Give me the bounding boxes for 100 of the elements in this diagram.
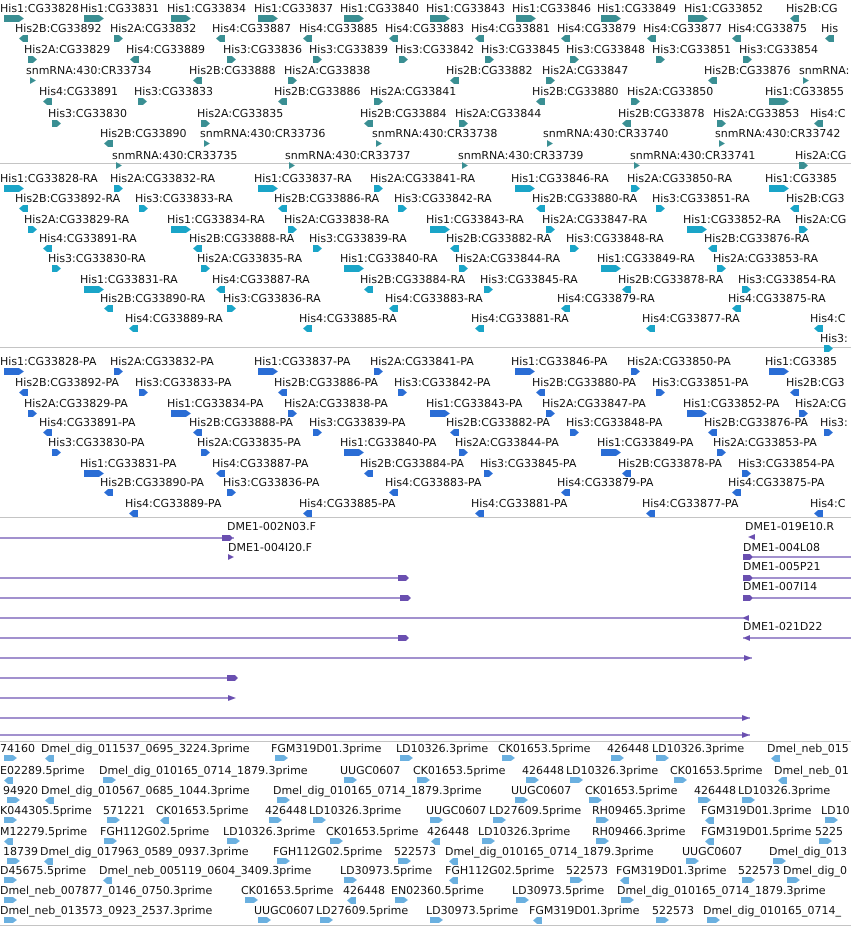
feature-label: His4:CG33877 <box>643 22 722 35</box>
feature-label: His1:CG33834 <box>167 2 246 15</box>
feature-label: His1:CG33855 <box>765 85 844 98</box>
feature-label: 18739 <box>3 845 38 858</box>
feature-label: CK01653.5prime <box>241 884 334 897</box>
feature-label: His3:CG33845-PA <box>480 457 576 470</box>
feature-label: His3:CG33839 <box>309 43 388 56</box>
feature-label: His4:CG33891-RA <box>39 232 137 245</box>
feature-label: Dmel_dig_010165_0714_1879.3prime <box>99 764 308 777</box>
feature-label: His2B:CG33892-RA <box>15 192 120 205</box>
feature-label: His2B:CG <box>786 2 838 15</box>
feature-label: Dmel_dig_010165_0714_ <box>703 904 842 917</box>
feature-label: His2A:CG <box>795 213 846 226</box>
feature-label: His2B:CG3 <box>786 192 845 205</box>
feature-label: 426448 <box>427 825 469 838</box>
feature-label: His2A:CG33835-PA <box>197 436 301 449</box>
feature-label: DME1-002N03.F <box>227 520 316 533</box>
feature-label: K044305.5prime <box>0 804 92 817</box>
feature-label: His2B:CG33882 <box>446 64 533 77</box>
feature-label: His2A:CG33853 <box>713 107 800 120</box>
feature-label: His4:CG33879-RA <box>557 292 655 305</box>
feature-label: UUGC0607 <box>426 804 486 817</box>
feature-label: D45675.5prime <box>0 864 86 877</box>
feature-label: FGM319D01.3prime <box>616 864 726 877</box>
feature-label: His2B:CG33888-RA <box>189 232 294 245</box>
feature-label: LD10326.3prime <box>652 742 744 755</box>
feature-label: His1:CG33831-RA <box>80 273 178 286</box>
feature-label: His3: <box>820 332 848 345</box>
feature-label: His2B:CG33878 <box>618 107 705 120</box>
feature-label: His4:CG33889 <box>126 43 205 56</box>
feature-label: His2A:CG33829-PA <box>24 397 128 410</box>
feature-label: His2B:CG33886 <box>274 85 361 98</box>
feature-label: His4:CG33891-PA <box>39 416 136 429</box>
feature-label: His2B:CG33886-RA <box>274 192 380 205</box>
feature-label: His1:CG33846-PA <box>511 355 608 368</box>
feature-label: His3:CG33845-RA <box>480 273 578 286</box>
feature-label: His4:CG33885-PA <box>299 497 396 510</box>
feature-label: His3:CG33851-PA <box>652 376 748 389</box>
feature-label: snmRNA:430:CR33735 <box>112 149 238 162</box>
feature-label: His4:CG33881-PA <box>471 497 568 510</box>
feature-label: His1:CG33840-RA <box>340 252 438 265</box>
feature-label: His2A:CG33850 <box>627 85 714 98</box>
feature-label: His3:CG33848 <box>566 43 645 56</box>
feature-label: snmRNA:430:CR33742 <box>715 127 840 140</box>
feature-label: His3:CG33854-RA <box>738 273 836 286</box>
feature-label: FGM319D01.5prime <box>701 825 812 838</box>
feature-label: LD30973.5prime <box>426 904 518 917</box>
feature-label: His1:CG33843 <box>426 2 505 15</box>
feature-label: His4:C <box>810 107 846 120</box>
feature-label: His2A:CG33847-PA <box>542 397 646 410</box>
feature-label: FGM319D01.3prime <box>701 804 812 817</box>
feature-label: Dmel_neb_01 <box>774 764 849 777</box>
feature-label: UUGC0607 <box>254 904 314 917</box>
feature-label: His1:CG33846 <box>512 2 591 15</box>
feature-label: His1:CG33849 <box>597 2 676 15</box>
feature-label: FGM319D01.3prime <box>529 904 640 917</box>
feature-label: His3:CG33836 <box>223 43 302 56</box>
feature-label: Dmel_dig_010165_0714_1879.3prime <box>273 784 482 797</box>
feature-label: His2B:CG33876 <box>704 64 791 77</box>
feature-label: FGH112G02.5prime <box>273 845 382 858</box>
feature-label: 426448 <box>522 764 564 777</box>
feature-label: Dmel_dig_010567_0685_1044.3prime <box>41 784 250 797</box>
feature-label: FGM319D01.3prime <box>271 742 382 755</box>
feature-label: LD10326.3prime <box>309 804 402 817</box>
feature-label: FGH112G02.5prime <box>445 864 554 877</box>
feature-label: His2B:CG33880 <box>532 85 619 98</box>
feature-label: His2A:CG33844-PA <box>455 436 559 449</box>
feature-label: His4:CG33887 <box>212 22 291 35</box>
feature-label: Dmel_neb_015 <box>767 742 849 755</box>
feature-label: His2A:CG33841-RA <box>370 172 475 185</box>
feature-label: His4:CG33877-PA <box>642 497 738 510</box>
feature-label: His2A:CG33841 <box>370 85 456 98</box>
feature-label: His1:CG3385 <box>765 355 837 368</box>
feature-label: 522573 <box>738 864 780 877</box>
feature-label: 522573 <box>652 904 694 917</box>
feature-label: His3: <box>820 416 848 429</box>
feature-label: His1:CG33831-PA <box>80 457 176 470</box>
feature-label: His4:CG33883-RA <box>385 292 483 305</box>
feature-label: Dmel_dig_011537_0695_3224.3prime <box>41 742 250 755</box>
feature-label: Dmel_dig_0 <box>783 864 848 877</box>
feature-label: His2B:CG33892-PA <box>15 376 119 389</box>
feature-label: His3:CG33854-PA <box>738 457 834 470</box>
feature-label: His3:CG33839-RA <box>309 232 407 245</box>
feature-label: RH09466.3prime <box>592 825 686 838</box>
feature-label: His2B:CG33882-RA <box>446 232 552 245</box>
feature-label: E02289.5prime <box>0 764 84 777</box>
feature-label: His3:CG33845 <box>481 43 560 56</box>
feature-label: His4:C <box>810 497 846 510</box>
feature-label: His2A:CG33832 <box>110 22 196 35</box>
feature-label: 522573 <box>394 845 436 858</box>
feature-label: His1:CG33834-RA <box>167 213 265 226</box>
feature-label: His3:CG33839-PA <box>309 416 406 429</box>
feature-label: snmRNA:430:CR33741 <box>630 149 756 162</box>
feature-label: His4:CG33887-PA <box>212 457 308 470</box>
feature-label: UUGC0607 <box>511 784 572 797</box>
feature-label: His2B:CG33890 <box>100 127 187 140</box>
feature-label: DME1-005P21 <box>743 560 821 573</box>
feature-label: His1:CG33834-PA <box>167 397 264 410</box>
feature-label: DME1-019E10.R <box>745 520 834 533</box>
feature-label: RH09465.3prime <box>592 804 686 817</box>
